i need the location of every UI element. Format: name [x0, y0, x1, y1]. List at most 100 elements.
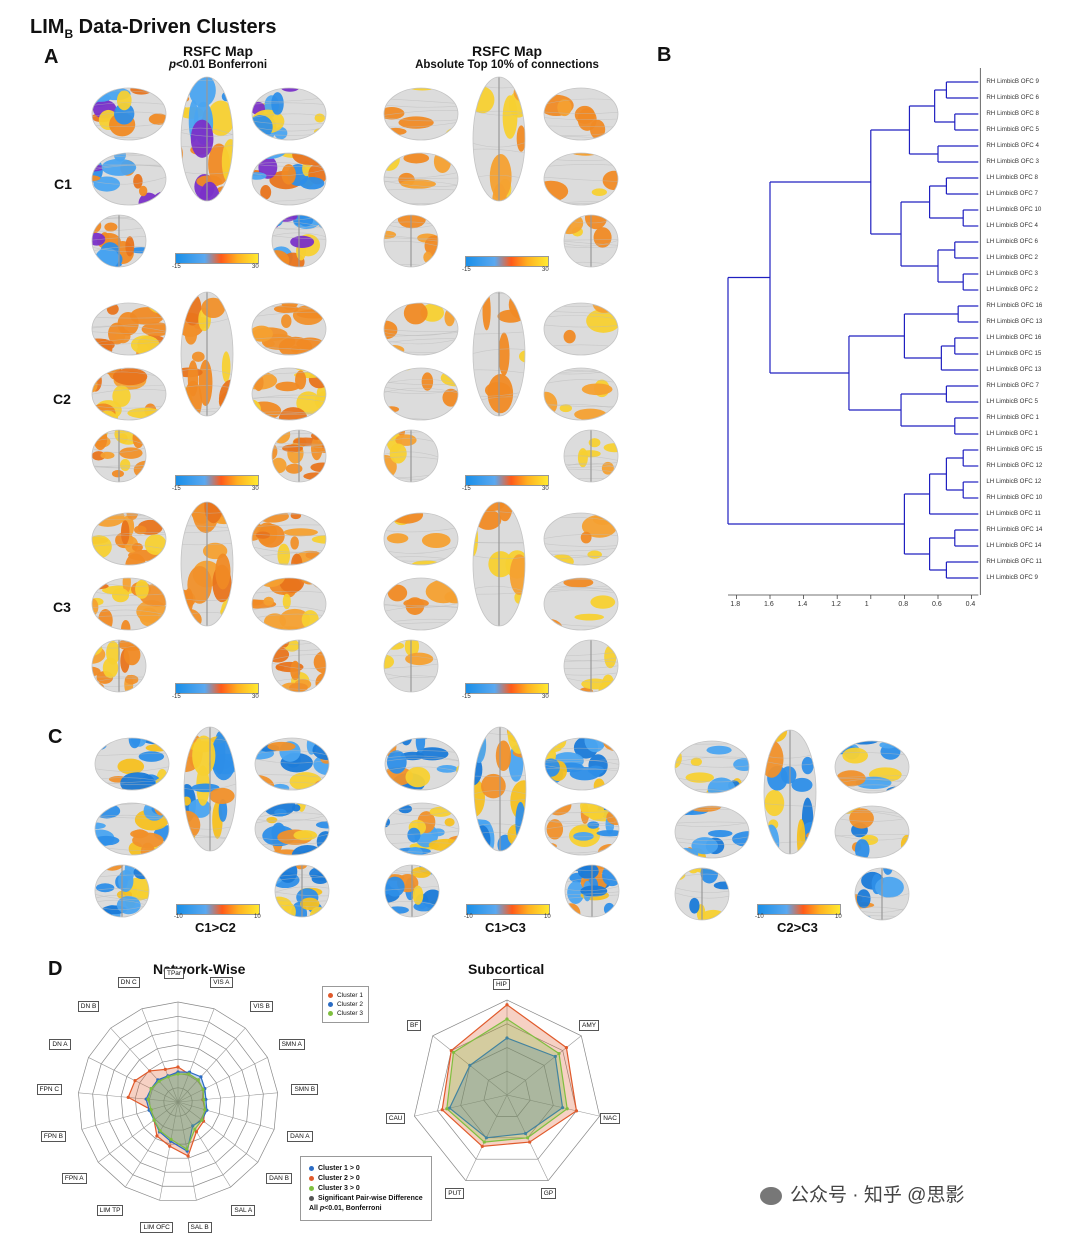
brain-surface-render — [563, 863, 621, 919]
radar-axis-label: DN A — [49, 1038, 71, 1050]
radar-axis-label: DN C — [117, 976, 140, 988]
radar-axis-label: FPN A — [61, 1173, 87, 1185]
legend-note: All p<0.01, Bonferroni — [309, 1205, 382, 1212]
colorbar-c1 — [176, 904, 260, 915]
radar-axis-label: TPar — [164, 968, 185, 979]
brain-surface-render — [562, 428, 620, 484]
dendrogram-axis-tick: 1.6 — [764, 601, 774, 608]
dendrogram-leaf-label: LH LimbicB OFC 6 — [986, 238, 1038, 245]
brain-surface-render — [382, 213, 440, 269]
brain-surface-render — [542, 150, 620, 208]
cbar-c-tick-min: -10 — [464, 914, 473, 920]
panel-label-b: B — [657, 44, 672, 66]
dendrogram-leaf-label: RH LimbicB OFC 9 — [986, 78, 1039, 85]
brain-surface-render — [542, 300, 620, 358]
cbar-tick-min: -15 — [462, 486, 471, 492]
brain-surface-render — [90, 428, 148, 484]
dendrogram-leaf-label: LH LimbicB OFC 4 — [986, 222, 1038, 229]
dendrogram-leaf-label: LH LimbicB OFC 5 — [986, 398, 1038, 405]
radar-axis-label: GP — [540, 1188, 557, 1200]
colorbar-a-c3-right — [465, 683, 549, 694]
row-label-c3: C3 — [53, 599, 71, 615]
brain-surface-render — [382, 428, 440, 484]
watermark: 公众号 · 知乎 @思影 — [760, 1180, 964, 1207]
network-radar-chart — [78, 1001, 278, 1201]
cbar-tick-max: 30 — [542, 486, 549, 492]
brain-surface-render — [833, 803, 911, 861]
panel-label-a: A — [44, 46, 59, 68]
brain-surface-render — [562, 638, 620, 694]
cbar-tick-min: -15 — [462, 267, 471, 273]
brain-surface-render — [382, 85, 460, 143]
radar-axis-label: VIS A — [210, 976, 233, 988]
dendrogram-leaf-label: LH LimbicB OFC 16 — [986, 334, 1042, 341]
dendrogram-leaf-label: LH LimbicB OFC 14 — [986, 542, 1042, 549]
brain-surface-render — [250, 575, 328, 633]
brain-surface-render — [90, 300, 168, 358]
dendrogram-axis-tick: 1.4 — [797, 601, 808, 608]
dendrogram-leaf-label: LH LimbicB OFC 9 — [986, 574, 1038, 581]
legend-cluster-2: Cluster 2 — [328, 1001, 363, 1008]
cbar-tick-min: -15 — [462, 694, 471, 700]
colorbar-a-c1-left — [175, 253, 259, 264]
radar-axis-label: BF — [406, 1020, 422, 1032]
subcortical-radar-title: Subcortical — [468, 961, 545, 977]
brain-surface-render — [542, 575, 620, 633]
brain-surface-render — [270, 428, 328, 484]
radar-axis-label: SMN A — [278, 1038, 305, 1050]
brain-surface-render — [181, 725, 239, 853]
dendrogram-leaf-label: LH LimbicB OFC 11 — [986, 510, 1041, 517]
brain-surface-render — [383, 735, 461, 793]
row-label-c2: C2 — [53, 391, 71, 407]
dendrogram-leaf-label: RH LimbicB OFC 5 — [986, 126, 1039, 133]
brain-surface-render — [673, 738, 751, 796]
significance-legend: Cluster 1 > 0 Cluster 2 > 0 Cluster 3 > … — [300, 1156, 432, 1221]
dendrogram-leaf-label: RH LimbicB OFC 3 — [986, 158, 1039, 165]
brain-surface-render — [543, 735, 621, 793]
brain-surface-render — [93, 735, 171, 793]
dendrogram-leaf-label: RH LimbicB OFC 16 — [986, 302, 1043, 309]
dendrogram-leaf-label: RH LimbicB OFC 7 — [986, 382, 1039, 389]
brain-surface-render — [382, 300, 460, 358]
radar-axis-label: CAU — [385, 1113, 406, 1125]
brain-surface-render — [382, 575, 460, 633]
radar-axis-label: LIM TP — [96, 1204, 124, 1216]
brain-surface-render — [542, 510, 620, 568]
radar-axis-label: FPN C — [36, 1084, 63, 1096]
dendrogram-leaf-label: LH LimbicB OFC 10 — [986, 206, 1042, 213]
colorbar-a-c3-left — [175, 683, 259, 694]
dendrogram-axis-tick: 0.6 — [932, 601, 942, 608]
legend-cluster-1: Cluster 1 — [328, 992, 363, 999]
brain-surface-render — [90, 575, 168, 633]
brain-surface-render — [250, 300, 328, 358]
panel-label-d: D — [48, 958, 63, 980]
colorbar-a-c1-right — [465, 256, 549, 267]
dendrogram-axis-tick: 0.4 — [965, 601, 976, 608]
brain-surface-render — [90, 150, 168, 208]
radar-axis-label: FPN B — [40, 1131, 67, 1143]
cbar-tick-min: -15 — [172, 486, 181, 492]
cbar-tick-min: -15 — [172, 264, 181, 270]
brain-surface-render — [93, 863, 151, 919]
radar-axis-label: DN B — [77, 1001, 100, 1013]
colorbar-c3 — [757, 904, 841, 915]
cluster-legend: Cluster 1 Cluster 2 Cluster 3 — [322, 986, 370, 1023]
cbar-tick-max: 30 — [542, 267, 549, 273]
figure-title: LIMB Data-Driven Clusters — [30, 16, 277, 41]
dendrogram-leaf-label: LH LimbicB OFC 7 — [986, 190, 1038, 197]
brain-surface-render — [542, 85, 620, 143]
brain-surface-render — [273, 863, 331, 919]
radar-axis-label: SAL B — [187, 1221, 212, 1233]
brain-surface-render — [93, 800, 171, 858]
contrast-label-c2-c3: C2>C3 — [777, 920, 818, 935]
cbar-tick-max: 30 — [252, 694, 259, 700]
cbar-c-tick-max: 10 — [254, 914, 261, 920]
dendrogram-axis-tick: 0.8 — [898, 601, 909, 608]
brain-surface-render — [253, 800, 331, 858]
dendrogram-leaf-label: RH LimbicB OFC 6 — [986, 94, 1039, 101]
brain-surface-render — [178, 500, 236, 628]
cbar-tick-min: -15 — [172, 694, 181, 700]
radar-axis-label: SMN B — [291, 1084, 319, 1096]
brain-surface-render — [673, 803, 751, 861]
brain-surface-render — [761, 728, 819, 856]
